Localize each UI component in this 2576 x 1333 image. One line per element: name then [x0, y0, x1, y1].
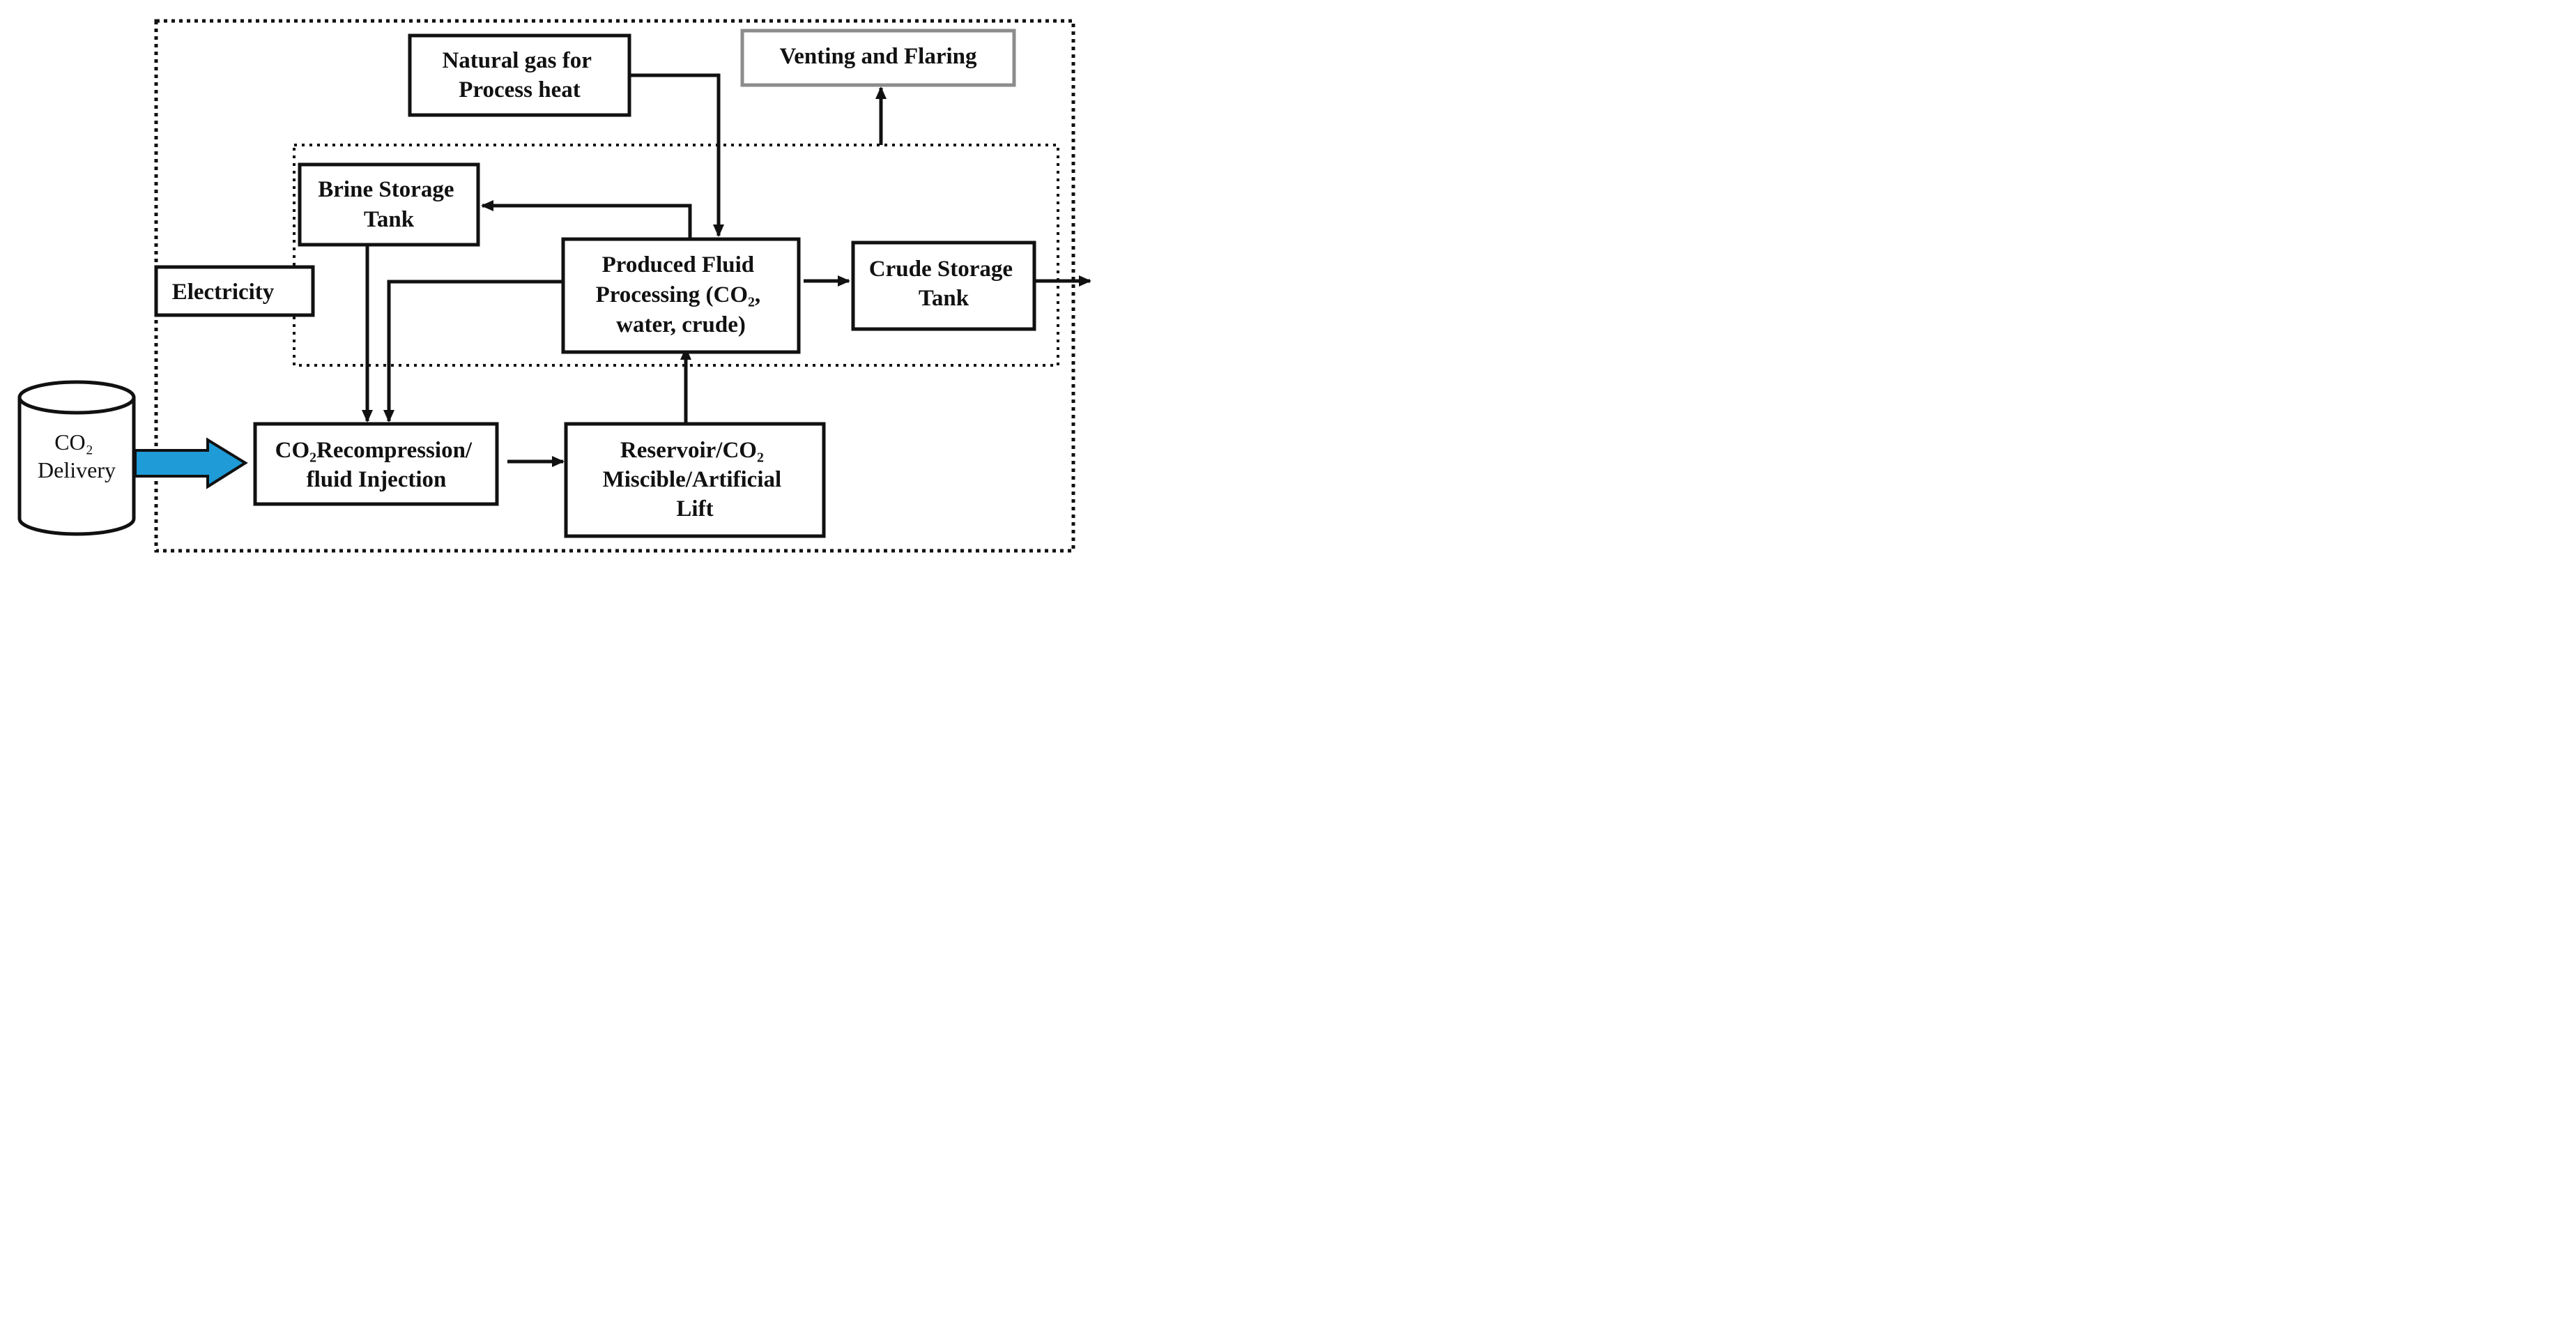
arrow-natural-gas-to-processing [629, 73, 724, 237]
reservoir-line-2: Miscible/Artificial [603, 467, 782, 492]
process-flow-diagram: Natural gas for Process heat Venting and… [17, 19, 1091, 553]
svg-text:Natural gas for Process: Natural gas for Process heat [442, 48, 597, 102]
brine-line-1: Brine Storage [318, 177, 454, 202]
svg-text:Crude Storage Tank: Crude Storage Tank [869, 257, 1018, 311]
svg-text:Brine Storage Tank: Brine Storage Tank [318, 177, 459, 232]
brine-line-2: Tank [364, 207, 415, 232]
inner-processing-boundary [293, 144, 1059, 367]
svg-text:Electricity: Electricity [172, 280, 275, 305]
node-crude-storage-tank: Crude Storage Tank [851, 241, 1036, 331]
reservoir-line-3: Lift [676, 496, 713, 521]
produced-fluid-line-1: Produced Fluid [602, 252, 755, 277]
svg-text:Venting and Flaring: Venting and Flaring [779, 44, 977, 69]
arrow-processing-to-brine [481, 200, 692, 239]
svg-text:Reservoir/CO₂ Miscible/A: Reservoir/CO₂ Miscible/Artificial Lift [603, 438, 788, 521]
node-natural-gas: Natural gas for Process heat [408, 33, 631, 117]
node-produced-fluid-processing: Produced Fluid Processing (CO₂, water, c… [561, 237, 801, 354]
venting-label: Venting and Flaring [779, 44, 977, 69]
reservoir-line-1: Reservoir/CO₂ [620, 438, 764, 463]
recompression-line-2: fluid Injection [307, 467, 447, 492]
node-electricity: Electricity [154, 265, 315, 317]
recompression-line-1: CO₂Recompression/ [275, 438, 473, 463]
diagram-canvas: Natural gas for Process heat Venting and… [0, 0, 1093, 565]
arrow-processing-to-recompression [383, 280, 563, 422]
node-venting-and-flaring: Venting and Flaring [740, 29, 1016, 87]
co2-delivery-cylinder: CO₂ Delivery [17, 380, 136, 536]
co2-delivery-arrow [134, 437, 248, 489]
natural-gas-line-1: Natural gas for [442, 48, 591, 73]
crude-line-1: Crude Storage [869, 257, 1013, 282]
crude-line-2: Tank [919, 286, 969, 311]
node-brine-storage-tank: Brine Storage Tank [298, 162, 480, 247]
natural-gas-line-2: Process heat [459, 77, 580, 102]
outer-system-boundary [154, 19, 1075, 553]
node-reservoir: Reservoir/CO₂ Miscible/Artificial Lift [564, 422, 826, 538]
svg-text:CO₂ Delivery: CO₂ Delivery [38, 429, 116, 482]
node-co2-recompression: CO₂Recompression/ fluid Injection [253, 422, 499, 506]
co2-delivery-line-2: Delivery [38, 457, 116, 482]
svg-text:CO₂Recompression/ fluid: CO₂Recompression/ fluid Injection [275, 438, 478, 492]
co2-delivery-line-1: CO₂ [54, 429, 93, 455]
produced-fluid-line-3: water, crude) [616, 312, 746, 337]
electricity-label: Electricity [172, 280, 275, 305]
produced-fluid-line-2: Processing (CO₂, [596, 282, 761, 307]
svg-text:Produced Fluid Processin: Produced Fluid Processing (CO₂, water, c… [596, 252, 767, 337]
